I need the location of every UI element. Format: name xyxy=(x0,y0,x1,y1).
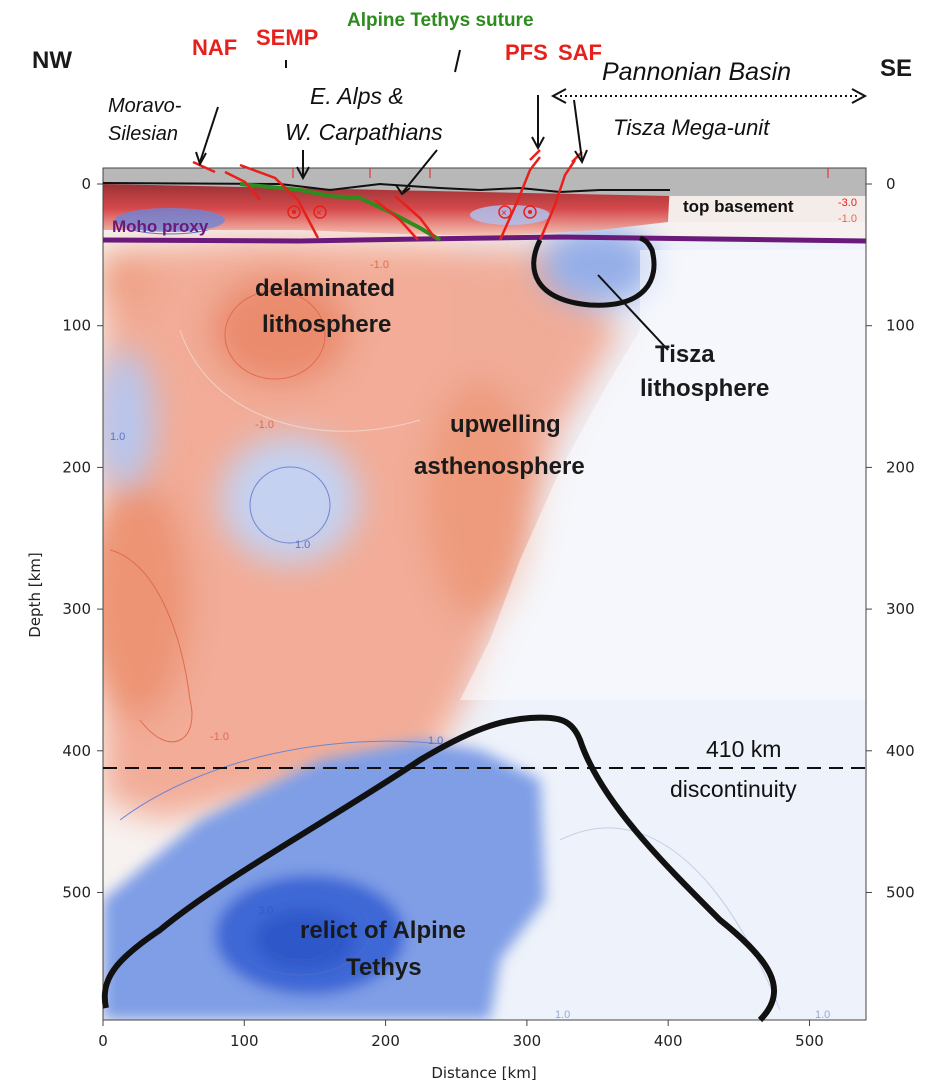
410-label-1: 410 km xyxy=(706,736,781,762)
tisza-lith-label-1: Tisza xyxy=(655,341,715,368)
y-tick-label: 0 xyxy=(81,175,91,193)
x-tick-label: 0 xyxy=(98,1032,108,1050)
contour-label: 3.0 xyxy=(258,905,273,917)
x-tick-label: 200 xyxy=(371,1032,400,1050)
x-tick-label: 100 xyxy=(230,1032,259,1050)
x-tick-label: 500 xyxy=(795,1032,824,1050)
y-tick-label-right: 200 xyxy=(886,458,915,476)
moravo-label-2: Silesian xyxy=(108,123,178,145)
top-ticks xyxy=(292,168,829,178)
moho-line xyxy=(102,234,867,244)
x-axis-label: Distance [km] xyxy=(431,1064,536,1082)
pannonian-label: Pannonian Basin xyxy=(602,58,791,86)
delaminated-label-2: lithosphere xyxy=(262,311,391,338)
naf-label: NAF xyxy=(192,35,237,60)
contour-label: 1.0 xyxy=(555,1009,570,1021)
nw-label: NW xyxy=(32,47,72,74)
moravo-label-1: Moravo- xyxy=(108,95,182,117)
contour-label: -1.0 xyxy=(838,213,857,225)
relict-label-1: relict of Alpine xyxy=(300,917,466,944)
top-basement-label: top basement xyxy=(683,197,794,216)
y-tick-label-right: 100 xyxy=(886,317,915,335)
fault-motion-symbols: × × xyxy=(287,205,537,219)
contour-label: 1.0 xyxy=(428,735,443,747)
upwelling-label-2: asthenosphere xyxy=(414,453,585,480)
relict-label-2: Tethys xyxy=(346,954,422,981)
suture-label: Alpine Tethys suture xyxy=(347,10,534,31)
x-tick-label: 300 xyxy=(513,1032,542,1050)
y-tick-label: 200 xyxy=(62,458,91,476)
saf-label: SAF xyxy=(558,40,602,65)
y-tick-label: 100 xyxy=(62,317,91,335)
contour-label: -3.0 xyxy=(838,197,857,209)
suture-line xyxy=(239,182,442,242)
y-tick-label: 400 xyxy=(62,742,91,760)
x-tick-label: 400 xyxy=(654,1032,683,1050)
annotation-arrows xyxy=(195,95,669,351)
contour-label: -1.0 xyxy=(210,731,229,743)
delaminated-label-1: delaminated xyxy=(255,275,395,302)
svg-text:×: × xyxy=(316,208,322,219)
contour-label: 1.0 xyxy=(110,431,125,443)
ealps-label-2: W. Carpathians xyxy=(285,119,443,145)
x-axis: 0 100 200 300 400 500 xyxy=(98,1020,824,1050)
upwelling-label-1: upwelling xyxy=(450,411,561,438)
top-basement-line xyxy=(102,182,670,194)
velocity-anomaly-field xyxy=(103,168,866,1020)
contour-label: -1.0 xyxy=(370,259,389,271)
y-tick-label: 300 xyxy=(62,600,91,618)
plot-frame xyxy=(102,167,867,1021)
ealps-label-1: E. Alps & xyxy=(310,83,404,109)
semp-label: SEMP xyxy=(256,25,318,50)
fault-lines xyxy=(192,149,583,241)
contour-label: -1.0 xyxy=(255,419,274,431)
contour-label: 1.0 xyxy=(815,1009,830,1021)
y-axis-label: Depth [km] xyxy=(26,552,44,637)
y-tick-label: 500 xyxy=(62,883,91,901)
tisza-lith-label-2: lithosphere xyxy=(640,375,769,402)
410-label-2: discontinuity xyxy=(670,776,797,802)
y-tick-label-right: 300 xyxy=(886,600,915,618)
moho-proxy-label: Moho proxy xyxy=(112,217,209,236)
y-axis: 0 0 100 100 200 200 300 300 400 400 500 500 xyxy=(62,175,914,901)
contour-label: 1.0 xyxy=(295,539,310,551)
se-label: SE xyxy=(880,55,912,82)
y-tick-label-right: 400 xyxy=(886,742,915,760)
pannonian-extent-arrow xyxy=(550,88,868,104)
y-tick-label-right: 0 xyxy=(886,175,896,193)
tisza-lithosphere-outline xyxy=(531,235,657,308)
alpine-tethys-slab-outline xyxy=(101,714,778,1023)
y-tick-label-right: 500 xyxy=(886,883,915,901)
suture-slash xyxy=(454,49,461,73)
pfs-label: PFS xyxy=(505,40,548,65)
svg-text:×: × xyxy=(501,208,507,219)
tisza-mega-label: Tisza Mega-unit xyxy=(613,115,770,140)
